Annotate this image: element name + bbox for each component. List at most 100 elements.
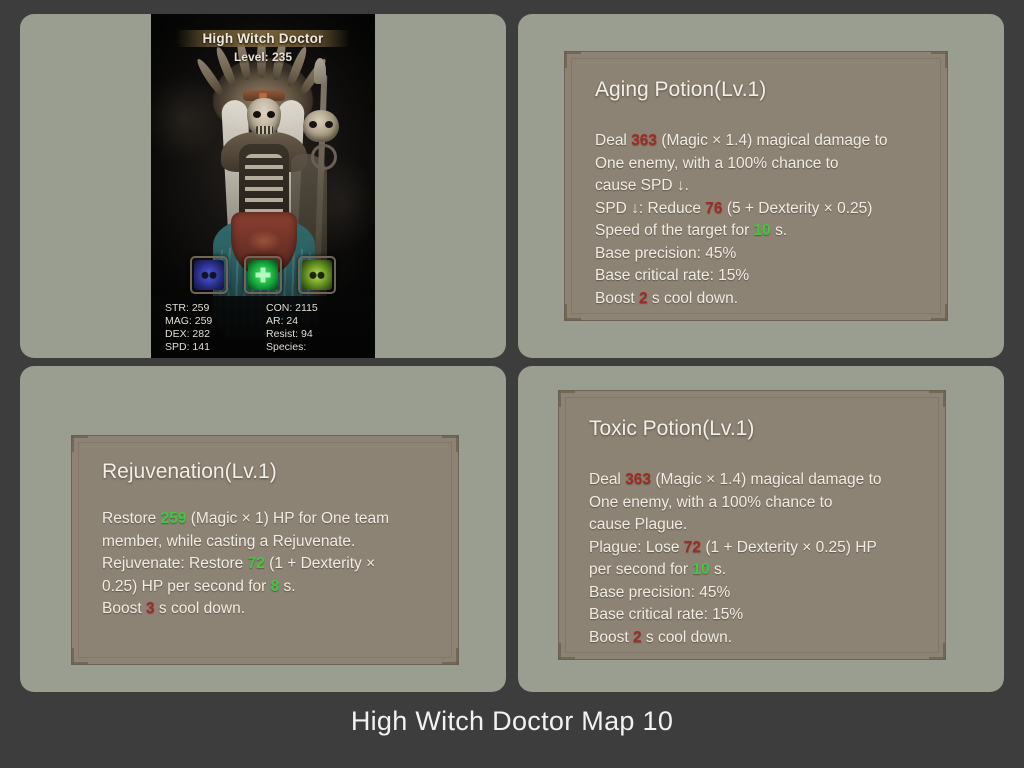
text-segment: Deal (589, 471, 626, 488)
tooltip-inner-border (571, 58, 941, 314)
stat-str: STR: 259 (165, 302, 210, 314)
text-segment: cause Plague. (589, 516, 688, 533)
skill-title-aging: Aging Potion(Lv.1) (595, 78, 767, 101)
stat-ar: AR: 24 (266, 315, 299, 327)
tooltip-inner-border (78, 442, 452, 658)
character-name: High Witch Doctor (176, 30, 350, 47)
text-segment: Speed of the target for (595, 222, 754, 239)
text-segment: Deal (595, 132, 632, 149)
value-red: 2 (632, 628, 642, 646)
text-segment: Base critical rate: 15% (595, 267, 750, 284)
text-segment: Plague: Lose (589, 538, 684, 556)
text-segment: Base precision: 45% (589, 583, 731, 601)
text-segment: SPD ↓: Reduce (595, 199, 706, 217)
stat-species: Species: (266, 341, 307, 353)
skill-description-line: Deal 363 (Magic × 1.4) magical damage to (589, 469, 923, 492)
skill-description-line: Rejuvenate: Restore 72 (1 + Dexterity × (102, 553, 436, 576)
skill-description-line: cause Plague. (589, 514, 923, 537)
text-segment: per second for (589, 561, 693, 578)
character-card: High Witch Doctor Level: 235 STR: 259 CO… (151, 14, 375, 358)
text-segment: s. (279, 577, 296, 595)
text-segment: (Magic × 1.4) magical damage to (651, 471, 882, 488)
value-green: 259 (160, 510, 187, 527)
text-segment: One enemy, with a 100% chance to (589, 493, 833, 511)
skill-description-line: Boost 2 s cool down. (589, 627, 923, 650)
text-segment: (1 + Dexterity × 0.25) HP (701, 538, 877, 556)
text-segment: s cool down. (647, 289, 739, 307)
skill-icon-green[interactable] (244, 256, 282, 294)
skill-description-line: 0.25) HP per second for 8 s. (102, 576, 436, 599)
text-segment: (1 + Dexterity × (264, 555, 376, 572)
text-segment: Rejuvenate: Restore (102, 555, 248, 572)
skill-description-line: Base critical rate: 15% (589, 604, 923, 627)
page-caption: High Witch Doctor Map 10 (350, 706, 674, 736)
staff-skull-icon (303, 110, 339, 142)
stat-con: CON: 2115 (266, 302, 318, 314)
skull-eye-right (267, 111, 275, 118)
value-red: 2 (638, 289, 648, 307)
value-red: 72 (683, 538, 702, 556)
value-red: 3 (145, 600, 155, 617)
skill-title-toxic: Toxic Potion(Lv.1) (589, 417, 755, 440)
skill-icon-green-glow (248, 260, 278, 290)
value-green: 10 (753, 222, 771, 239)
value-green: 8 (270, 577, 280, 595)
skill-icon-row (151, 256, 375, 294)
stat-resist: Resist: 94 (266, 328, 313, 340)
skill-title-rejuvenation: Rejuvenation(Lv.1) (102, 460, 277, 483)
text-segment: member, while casting a Rejuvenate. (102, 532, 356, 550)
skill-description-line: One enemy, with a 100% chance to (595, 153, 925, 176)
text-segment: Base critical rate: 15% (589, 606, 744, 623)
value-red: 363 (625, 471, 652, 488)
tooltip-toxic-potion: Toxic Potion(Lv.1) Deal 363 (Magic × 1.4… (558, 390, 946, 660)
text-segment: (Magic × 1) HP for One team (186, 510, 390, 527)
text-segment: (Magic × 1.4) magical damage to (657, 132, 888, 149)
skill-description-aging: Deal 363 (Magic × 1.4) magical damage to… (595, 130, 925, 310)
character-stats-block: STR: 259 CON: 2115 MAG: 259 AR: 24 DEX: … (151, 296, 375, 358)
text-segment: (5 + Dexterity × 0.25) (722, 199, 873, 217)
skull-teeth (256, 126, 273, 134)
skill-description-line: Boost 3 s cool down. (102, 598, 436, 621)
skill-icon-blue-glow (194, 260, 224, 290)
staff-ring (311, 144, 337, 170)
skill-icon-olive[interactable] (298, 256, 336, 294)
value-green: 10 (692, 561, 710, 578)
skill-description-line: Restore 259 (Magic × 1) HP for One team (102, 508, 436, 531)
text-segment: 0.25) HP per second for (102, 577, 271, 595)
skill-description-line: SPD ↓: Reduce 76 (5 + Dexterity × 0.25) (595, 198, 925, 221)
skill-description-line: Deal 363 (Magic × 1.4) magical damage to (595, 130, 925, 153)
character-level: Level: 235 (233, 50, 293, 64)
skill-description-line: Boost 2 s cool down. (595, 288, 925, 311)
skull-eye-left (253, 111, 261, 118)
skill-description-line: Base critical rate: 15% (595, 265, 925, 288)
tooltip-inner-border (565, 397, 939, 653)
skill-icon-olive-glow (302, 260, 332, 290)
value-red: 363 (631, 132, 658, 149)
value-green: 72 (247, 555, 265, 572)
text-segment: s. (709, 561, 727, 578)
stat-dex: DEX: 282 (165, 328, 210, 340)
value-red: 76 (705, 199, 723, 217)
stat-mag: MAG: 259 (165, 315, 213, 327)
text-segment: cause SPD ↓. (595, 177, 689, 194)
character-name-banner: High Witch Doctor Level: 235 (151, 30, 375, 64)
text-segment: s. (770, 222, 788, 239)
skill-description-line: Base precision: 45% (595, 243, 925, 266)
text-segment: Boost (595, 289, 639, 307)
panel-toxic-potion: Toxic Potion(Lv.1) Deal 363 (Magic × 1.4… (518, 366, 1004, 692)
skill-description-line: Speed of the target for 10 s. (595, 220, 925, 243)
skill-description-toxic: Deal 363 (Magic × 1.4) magical damage to… (589, 469, 923, 649)
text-segment: Base precision: 45% (595, 244, 737, 262)
skill-description-line: member, while casting a Rejuvenate. (102, 531, 436, 554)
tooltip-aging-potion: Aging Potion(Lv.1) Deal 363 (Magic × 1.4… (564, 51, 948, 321)
text-segment: Boost (102, 600, 146, 617)
text-segment: s cool down. (641, 628, 733, 646)
skill-description-line: cause SPD ↓. (595, 175, 925, 198)
panel-aging-potion: Aging Potion(Lv.1) Deal 363 (Magic × 1.4… (518, 14, 1004, 358)
skill-icon-blue[interactable] (190, 256, 228, 294)
panel-rejuvenation: Rejuvenation(Lv.1) Restore 259 (Magic × … (20, 366, 506, 692)
skill-description-line: per second for 10 s. (589, 559, 923, 582)
skill-description-line: Base precision: 45% (589, 582, 923, 605)
